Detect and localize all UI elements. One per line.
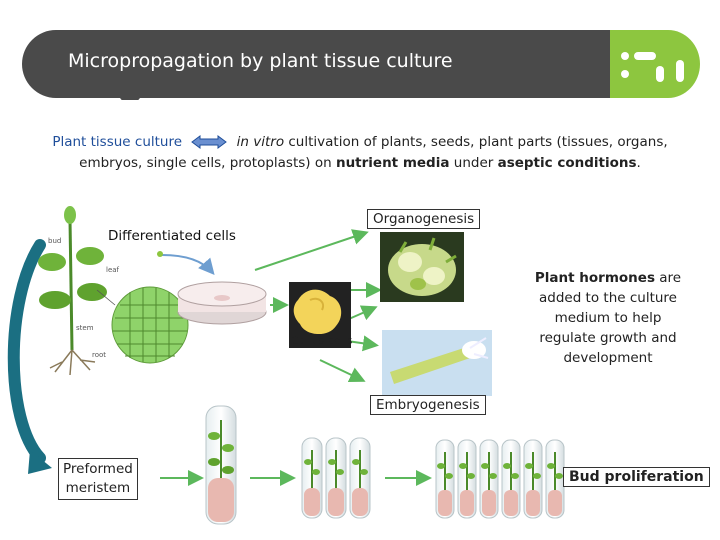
callus-photo	[289, 282, 351, 348]
definition-text: Plant tissue culture in vitro cultivatio…	[0, 132, 720, 174]
hormones-bold: Plant hormones	[534, 270, 655, 286]
definition-under: under	[449, 155, 498, 171]
definition-text-part2: embryos, single cells, protoplasts) on	[79, 155, 336, 171]
arrow-to-organogenesis	[254, 229, 369, 271]
preformed-meristem-line-2: meristem	[65, 480, 131, 496]
hormones-rest: are added to the culture medium to help …	[538, 270, 682, 366]
preformed-meristem-line-1: Preformed	[63, 461, 133, 477]
embryogenesis-label: Embryogenesis	[370, 395, 486, 415]
bud-proliferation-label: Bud proliferation	[563, 467, 710, 487]
aseptic-conditions-text: aseptic conditions	[497, 155, 637, 171]
organogenesis-photo	[380, 232, 464, 302]
hormones-note: Plant hormones are added to the culture …	[528, 268, 688, 368]
callus-cells-label: Callus cells	[291, 334, 353, 347]
differentiated-cells-label: Differentiated cells	[108, 228, 236, 244]
definition-line-1: Plant tissue culture in vitro cultivatio…	[0, 132, 720, 153]
definition-term: Plant tissue culture	[52, 134, 183, 150]
definition-line-2: embryos, single cells, protoplasts) on n…	[0, 153, 720, 174]
arrow-to-embryogenesis	[319, 359, 366, 383]
plant-label-root: root	[92, 351, 106, 359]
plant-label-stem: stem	[76, 324, 94, 332]
meristem-curved-arrow	[7, 239, 52, 474]
petri-dish	[177, 281, 267, 325]
plant-label-bud: bud	[48, 237, 61, 245]
title-banner	[22, 30, 700, 100]
page-title: Micropropagation by plant tissue culture	[68, 50, 453, 72]
double-arrow-icon	[191, 135, 228, 149]
organogenesis-label: Organogenesis	[367, 209, 481, 229]
logo-dots	[621, 52, 684, 82]
preformed-meristem-label: Preformed meristem	[58, 458, 138, 500]
test-tubes-six	[435, 439, 565, 519]
definition-text-part1: cultivation of plants, seeds, plant part…	[284, 134, 668, 150]
nutrient-media-text: nutrient media	[335, 155, 450, 171]
plant-illustration	[38, 206, 189, 376]
arrow-to-dish	[161, 254, 215, 276]
test-tubes-three	[301, 437, 371, 519]
definition-period: .	[636, 155, 641, 171]
in-vitro-text: in vitro	[236, 134, 285, 150]
embryogenesis-photo	[382, 330, 492, 396]
plant-label-leaf: leaf	[106, 266, 120, 274]
test-tube-single	[205, 405, 237, 525]
